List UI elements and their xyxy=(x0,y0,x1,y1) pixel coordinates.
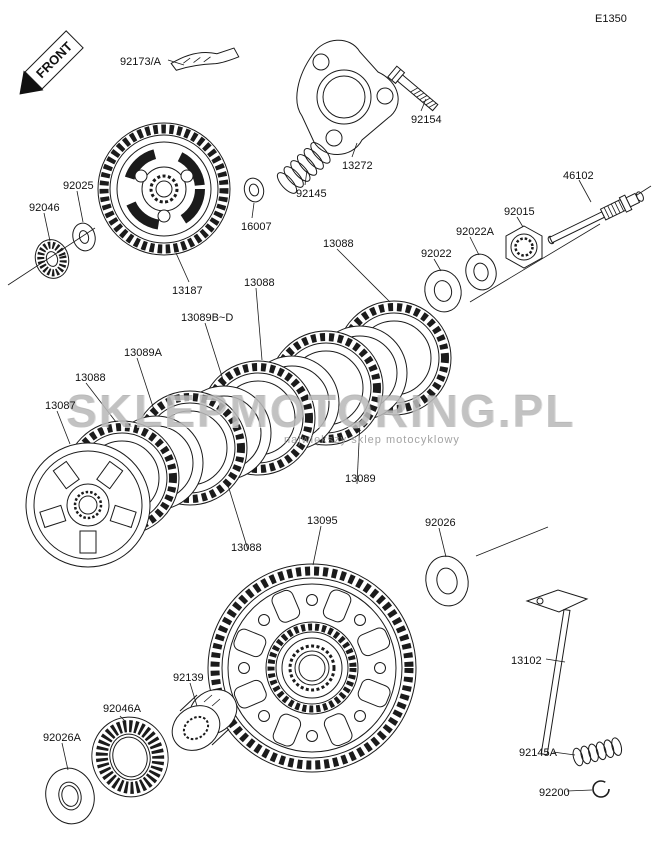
part-label-92145: 92145 xyxy=(296,188,327,200)
part-label-92200: 92200 xyxy=(539,787,570,799)
art-92046-bearing xyxy=(34,239,70,279)
art-92022a-washer xyxy=(465,253,497,291)
part-label-13088-4: 13088 xyxy=(231,542,262,554)
part-label-92046: 92046 xyxy=(29,202,60,214)
page-code: E1350 xyxy=(595,13,627,25)
part-label-13088-2: 13088 xyxy=(244,277,275,289)
art-13095-housing xyxy=(207,563,417,773)
art-92154-bolt xyxy=(387,65,439,112)
part-label-92015: 92015 xyxy=(504,206,535,218)
part-label-92022: 92022 xyxy=(421,248,452,260)
part-label-92139: 92139 xyxy=(173,672,204,684)
art-92022-washer xyxy=(424,269,462,313)
art-92139-sleeve xyxy=(171,689,238,751)
front-arrow: FRONT xyxy=(19,30,84,95)
part-label-92046a: 92046A xyxy=(103,703,141,715)
art-92046a-bearing xyxy=(91,716,169,798)
part-label-13088-1: 13088 xyxy=(323,238,354,250)
art-92173a-lever xyxy=(170,47,240,71)
part-label-92022a: 92022A xyxy=(456,226,494,238)
part-label-13089b-d: 13089B~D xyxy=(181,312,234,324)
part-label-46102: 46102 xyxy=(563,170,594,182)
art-13272-plate xyxy=(296,39,399,155)
front-arrowhead xyxy=(19,70,44,95)
art-92026-washer xyxy=(425,555,469,607)
art-92025-washer xyxy=(72,222,96,252)
art-13102-rod xyxy=(525,589,589,756)
part-label-92173a: 92173/A xyxy=(120,56,161,68)
part-label-92026a: 92026A xyxy=(43,732,81,744)
leader-lines xyxy=(43,59,593,792)
part-label-16007: 16007 xyxy=(241,221,272,233)
part-label-92154: 92154 xyxy=(411,114,442,126)
art-13187-hub xyxy=(97,122,231,256)
part-label-13089a: 13089A xyxy=(124,347,162,359)
art-92200-circlip xyxy=(592,780,610,798)
part-label-92025: 92025 xyxy=(63,180,94,192)
part-label-92026: 92026 xyxy=(425,517,456,529)
art-92145-spring xyxy=(276,142,331,194)
part-label-13089: 13089 xyxy=(345,473,376,485)
art-92145a-spring xyxy=(572,737,623,767)
art-16007-ring xyxy=(243,177,265,203)
art-92026a-washer xyxy=(45,767,95,825)
part-label-13272: 13272 xyxy=(342,160,373,172)
part-label-13087: 13087 xyxy=(45,400,76,412)
art-46102-shaft xyxy=(547,191,644,245)
part-label-13187: 13187 xyxy=(172,285,203,297)
art-92015-nut xyxy=(505,225,543,269)
art-13087-center xyxy=(25,442,151,568)
part-label-13088-3: 13088 xyxy=(75,372,106,384)
part-label-13095: 13095 xyxy=(307,515,338,527)
part-label-92145a: 92145A xyxy=(519,747,557,759)
front-banner xyxy=(24,30,84,90)
part-label-13102: 13102 xyxy=(511,655,542,667)
